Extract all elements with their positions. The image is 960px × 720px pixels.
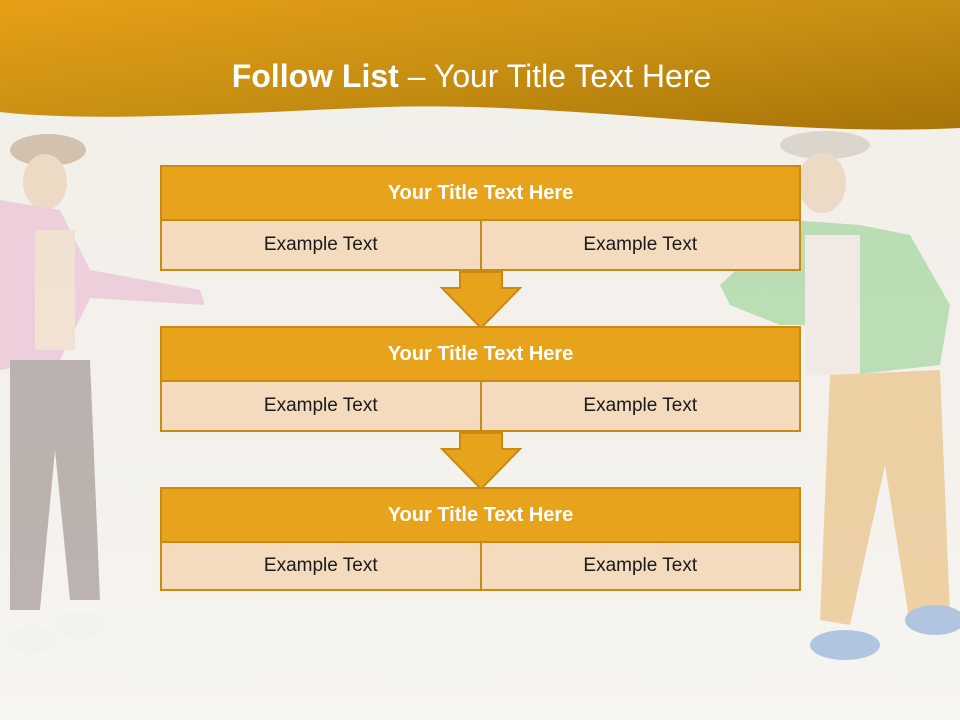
slide-title: Follow List – Your Title Text Here [0,56,943,96]
block-row: Example Text Example Text [160,382,801,432]
block-row: Example Text Example Text [160,543,801,591]
block-cell-right: Example Text [481,382,801,432]
title-bold: Follow List [231,58,399,94]
down-arrow-icon [439,271,523,330]
title-rest: – Your Title Text Here [407,58,712,94]
down-arrow-icon [439,432,523,491]
header-band [0,0,960,130]
list-block-3: Your Title Text Here Example Text Exampl… [160,487,801,591]
list-block-2: Your Title Text Here Example Text Exampl… [160,326,801,432]
block-title: Your Title Text Here [160,165,801,221]
block-cell-left: Example Text [160,382,482,432]
block-cell-right: Example Text [481,543,801,591]
block-cell-right: Example Text [481,221,801,271]
block-row: Example Text Example Text [160,221,801,271]
block-title: Your Title Text Here [160,326,801,382]
list-block-1: Your Title Text Here Example Text Exampl… [160,165,801,271]
block-cell-left: Example Text [160,221,482,271]
block-cell-left: Example Text [160,543,482,591]
woman-figure-image [0,134,205,654]
block-title: Your Title Text Here [160,487,801,543]
